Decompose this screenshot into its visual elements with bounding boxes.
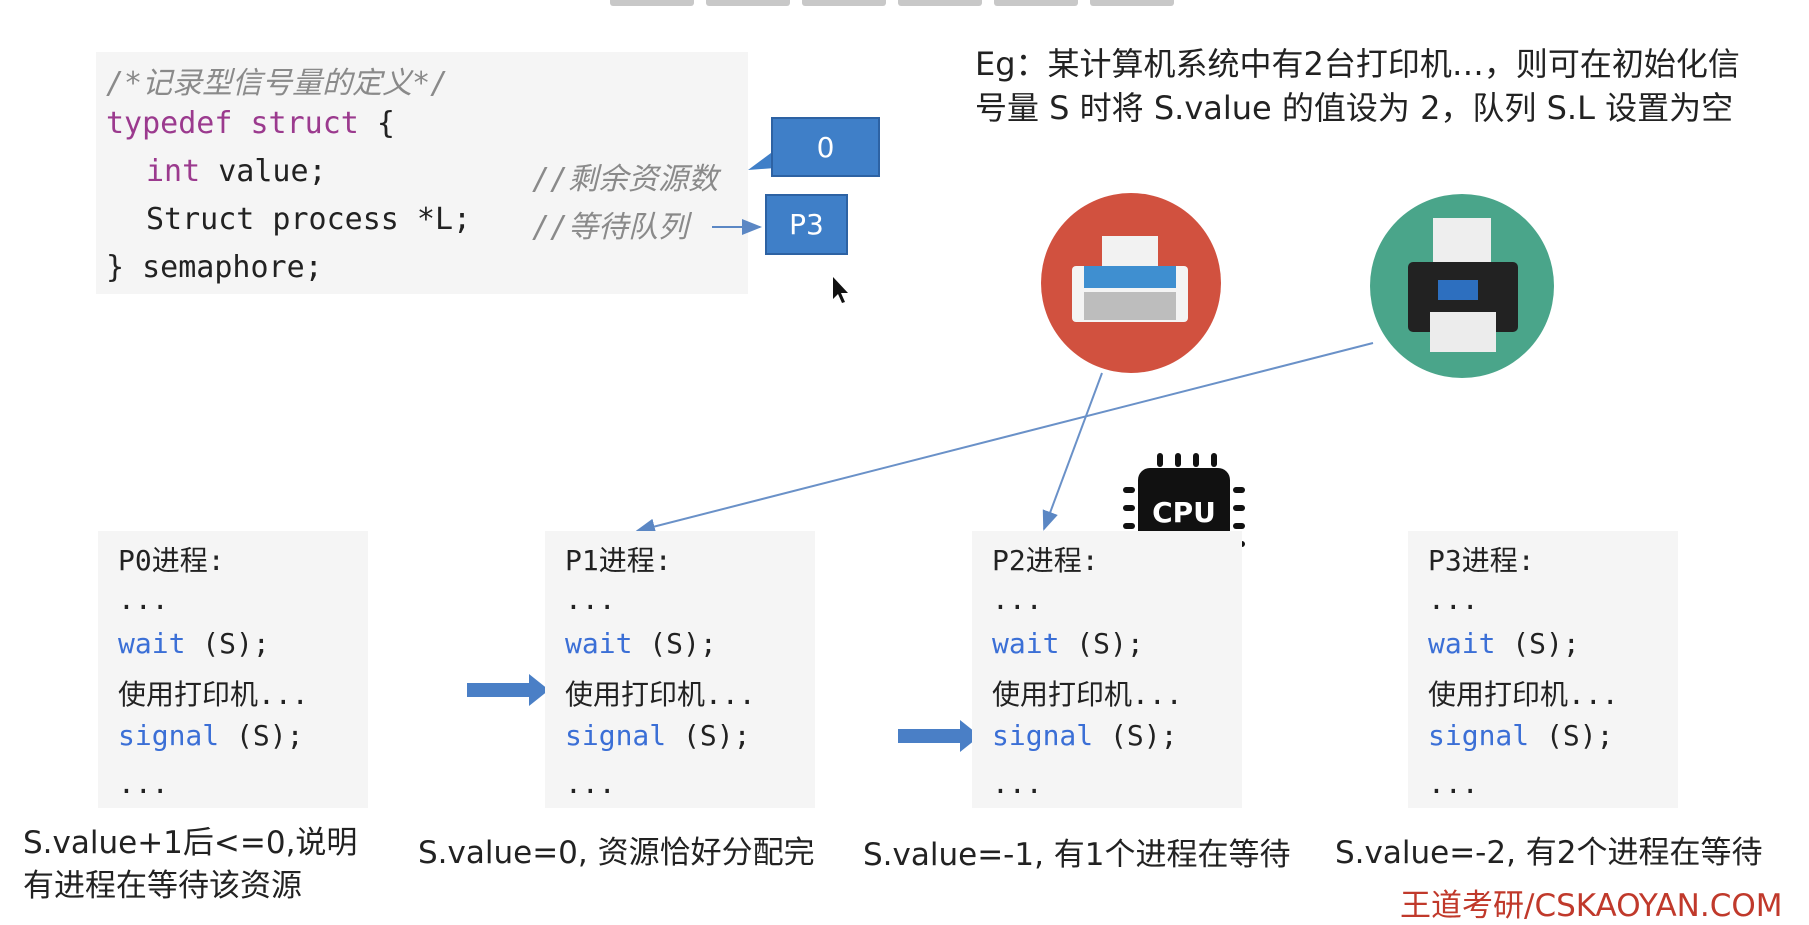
process-use: 使用打印机... (118, 678, 309, 711)
value-box: 0 (771, 117, 880, 177)
example-text: Eg：某计算机系统中有2台打印机…，则可在初始化信号量 S 时将 S.value… (975, 45, 1740, 127)
wait-call: wait (S); (992, 627, 1144, 660)
wait-arg: (S); (185, 627, 270, 660)
process-use: 使用打印机... (992, 678, 1183, 711)
tab[interactable] (994, 0, 1078, 6)
signal-arg: (S); (1093, 719, 1178, 752)
signal-arg: (S); (666, 719, 751, 752)
process-dots1: ... (118, 583, 169, 616)
wait-keyword: wait (565, 627, 633, 660)
code-line-typedef: typedef struct { (106, 106, 395, 141)
process-use: 使用打印机... (1428, 678, 1619, 711)
green-printer-icon (1370, 194, 1554, 378)
tab[interactable] (610, 0, 694, 6)
signal-call: signal (S); (992, 719, 1177, 752)
signal-keyword: signal (118, 719, 220, 752)
process-dots1: ... (992, 583, 1043, 616)
code-text: value; (200, 154, 327, 189)
value-comment: //剩余资源数 (532, 162, 719, 197)
code-text: { (358, 106, 395, 141)
green-printer-to-p1-line (635, 342, 1374, 535)
signal-call: signal (S); (118, 719, 303, 752)
cpu-label: CPU (1152, 496, 1216, 529)
queue-comment: //等待队列 (532, 210, 689, 245)
signal-keyword: signal (1428, 719, 1530, 752)
wait-call: wait (S); (565, 627, 717, 660)
process-p2-caption: S.value=-1, 有1个进程在等待 (863, 837, 1291, 873)
process-p3-caption: S.value=-2, 有2个进程在等待 (1335, 835, 1763, 871)
process-p0-code: P0进程:... wait (S); 使用打印机... signal (S);... (98, 531, 368, 808)
process-p0-caption: S.value+1后<=0,说明 有进程在等待该资源 (23, 825, 358, 904)
process-dots2: ... (992, 767, 1043, 800)
process-title: P3进程: (1428, 544, 1535, 577)
signal-keyword: signal (565, 719, 667, 752)
process-dots2: ... (565, 767, 616, 800)
process-dots2: ... (118, 767, 169, 800)
process-dots1: ... (565, 583, 616, 616)
process-p2-code: P2进程:... wait (S); 使用打印机... signal (S);... (972, 531, 1242, 808)
process-p1-code: P1进程:... wait (S); 使用打印机... signal (S);... (545, 531, 815, 808)
queue-box: P3 (765, 194, 848, 255)
process-p3-code: P3进程:... wait (S); 使用打印机... signal (S);... (1408, 531, 1678, 808)
keyword: int (146, 154, 201, 189)
code-line-queue: Struct process *L; (146, 202, 472, 237)
code-comment: /*记录型信号量的定义*/ (106, 66, 449, 101)
semaphore-code-block: /*记录型信号量的定义*/ typedef struct { int value… (96, 52, 748, 294)
wait-keyword: wait (1428, 627, 1496, 660)
tab[interactable] (706, 0, 790, 6)
process-dots1: ... (1428, 583, 1479, 616)
process-p1-caption: S.value=0, 资源恰好分配完 (418, 835, 815, 871)
arrow-to-p1 (467, 674, 549, 706)
wait-arg: (S); (632, 627, 717, 660)
process-title: P1进程: (565, 544, 672, 577)
wait-call: wait (S); (1428, 627, 1580, 660)
wait-arg: (S); (1495, 627, 1580, 660)
red-printer-icon (1041, 193, 1221, 373)
signal-call: signal (S); (565, 719, 750, 752)
signal-call: signal (S); (1428, 719, 1613, 752)
watermark: 王道考研/CSKAOYAN.COM (1400, 888, 1783, 924)
wait-keyword: wait (992, 627, 1060, 660)
signal-arg: (S); (219, 719, 304, 752)
process-use: 使用打印机... (565, 678, 756, 711)
arrow-to-p2 (898, 720, 980, 752)
keyword: typedef struct (106, 106, 359, 141)
tab[interactable] (802, 0, 886, 6)
code-line-end: } semaphore; (106, 250, 323, 285)
wait-keyword: wait (118, 627, 186, 660)
signal-arg: (S); (1529, 719, 1614, 752)
mouse-cursor-icon (833, 277, 848, 303)
wait-call: wait (S); (118, 627, 270, 660)
process-title: P2进程: (992, 544, 1099, 577)
process-dots2: ... (1428, 767, 1479, 800)
tab[interactable] (1090, 0, 1174, 6)
signal-keyword: signal (992, 719, 1094, 752)
code-line-value: int value; (146, 154, 327, 189)
process-title: P0进程: (118, 544, 225, 577)
tab[interactable] (898, 0, 982, 6)
red-printer-to-p2-line (1042, 372, 1103, 531)
top-tabs (610, 0, 1174, 6)
callout-pointer (748, 150, 775, 170)
wait-arg: (S); (1059, 627, 1144, 660)
